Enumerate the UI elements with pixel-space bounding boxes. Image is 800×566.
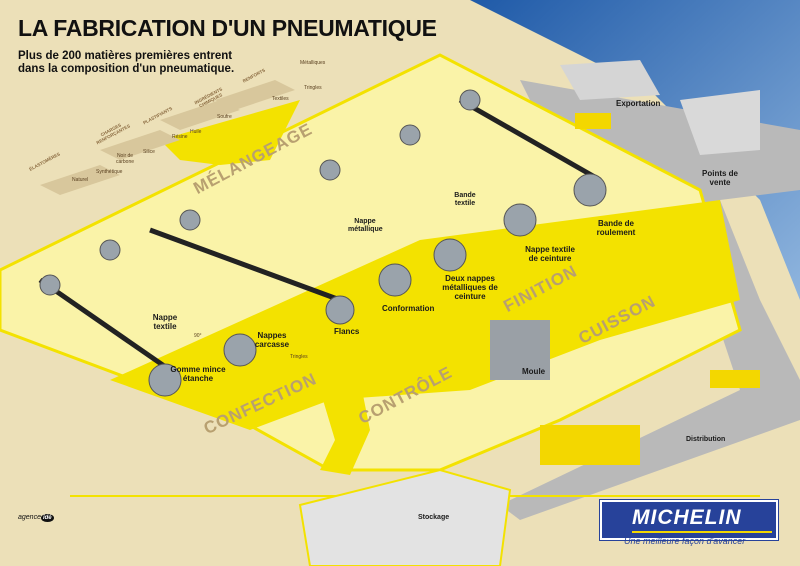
label-bande-de-roulement: Bande de roulement xyxy=(596,219,636,237)
label-nappes-carcasse: Nappes carcasse xyxy=(254,331,290,349)
item-tringles: Tringles xyxy=(304,85,322,91)
michelin-logo: MICHELIN xyxy=(599,499,779,541)
label-moule: Moule xyxy=(522,367,546,376)
item-metalliques: Métalliques xyxy=(300,60,326,66)
item-silice: Silice xyxy=(143,149,155,155)
mould-press xyxy=(490,320,550,380)
item-huile: Huile xyxy=(190,129,202,135)
label-deux-nappes: Deux nappes métalliques de ceinture xyxy=(442,274,498,301)
brand-tagline: Une meilleure façon d'avancer xyxy=(624,536,746,546)
item-resine: Résine xyxy=(172,134,188,140)
export-building xyxy=(560,60,660,100)
subtitle: Plus de 200 matières premières entrent d… xyxy=(18,50,235,75)
label-gomme: Gomme mince étanche xyxy=(170,365,226,383)
raw-materials-steps xyxy=(40,80,295,195)
label-conformation: Conformation xyxy=(382,304,435,313)
item-noir-de-carbone: Noir de carbone xyxy=(115,153,135,165)
truck-distribution xyxy=(710,370,760,388)
label-bande-textile: Bande textile xyxy=(454,192,476,207)
item-soufre: Soufre xyxy=(217,114,232,120)
label-nappe-metallique: Nappe métallique xyxy=(348,218,383,233)
arrow-mixing xyxy=(170,120,280,160)
sales-building xyxy=(680,90,760,155)
brand-name: MICHELIN xyxy=(632,506,742,529)
rollers xyxy=(39,89,607,397)
road xyxy=(500,80,800,520)
label-points-de-vente: Points de vente xyxy=(702,169,739,187)
logo-underline xyxy=(632,531,772,533)
label-tringles: Tringles xyxy=(290,354,308,360)
label-flancs: Flancs xyxy=(334,327,360,336)
label-exportation: Exportation xyxy=(616,99,661,108)
label-angle: 90° xyxy=(194,333,202,339)
sky xyxy=(470,0,800,300)
arrow-control xyxy=(320,380,370,475)
conveyor-belts xyxy=(38,97,602,373)
truck-main xyxy=(540,425,640,465)
item-naturel: Naturel xyxy=(72,177,89,183)
item-synthetique: Synthétique xyxy=(96,169,123,175)
label-distribution: Distribution xyxy=(686,436,726,443)
label-nappe-textile-ceinture: Nappe textile de ceinture xyxy=(525,245,575,263)
item-textiles: Textiles xyxy=(272,96,289,102)
warehouse xyxy=(298,468,512,566)
page-title: LA FABRICATION D'UN PNEUMATIQUE xyxy=(18,15,437,41)
truck-export xyxy=(575,113,611,129)
label-nappe-textile: Nappe textile xyxy=(152,313,178,331)
process-band xyxy=(110,200,740,430)
label-stockage: Stockage xyxy=(418,514,450,521)
